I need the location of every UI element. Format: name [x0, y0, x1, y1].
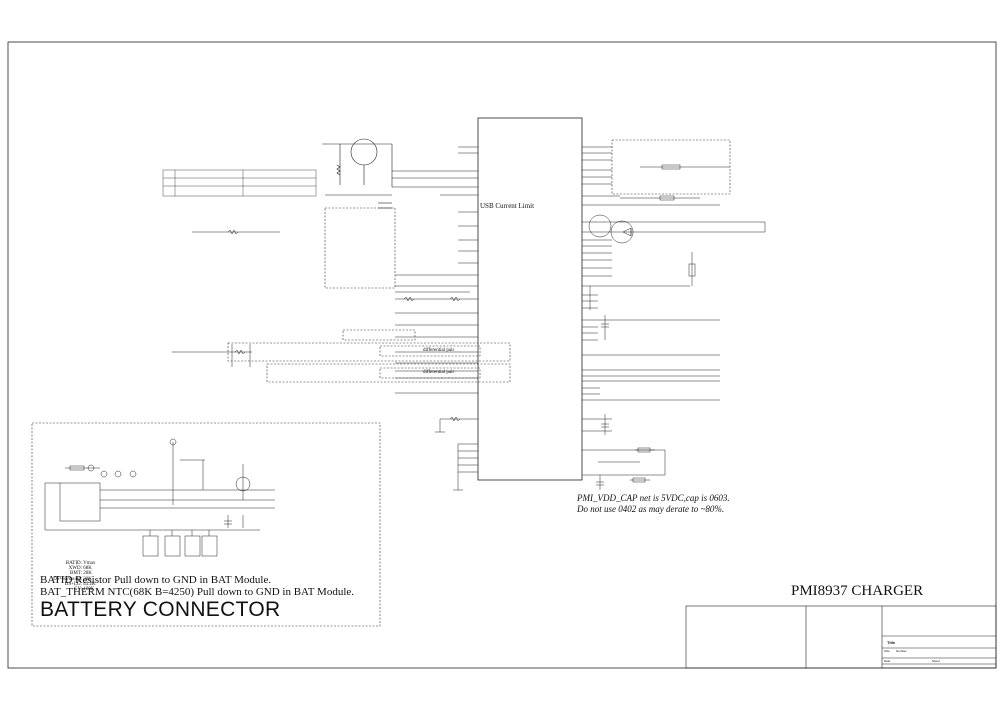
vdd-cap-note-line2: Do not use 0402 as may derate to ~80%. [577, 504, 725, 514]
diff-pair-label-2: differential pair [423, 370, 455, 375]
batid-row: BMT: 20K [70, 571, 92, 577]
batid-row: XWD: 68K [68, 566, 92, 572]
left-nets [172, 229, 470, 433]
title-block-lines [685, 605, 997, 669]
ic-right-pins [582, 146, 765, 476]
title-block-title-label: Title [887, 640, 896, 645]
pmi8937-ic-body [477, 117, 583, 481]
batid-table: BATID: Vmax XWD: 68K BMT: 20K DS+Samsung… [44, 561, 96, 592]
batid-row: GY: 100K [73, 587, 95, 593]
batid-note: BATID Resistor Pull down to GND in BAT M… [40, 574, 272, 586]
usb-transistor [322, 138, 393, 209]
ic-left-pins [392, 146, 478, 491]
title-block-sheet-label: Sheet [932, 659, 940, 663]
right-components [588, 164, 766, 490]
title-block-date-label: Date [884, 659, 891, 663]
diff-pair-label-1: differential pair [423, 348, 455, 353]
battery-connector-heading: BATTERY CONNECTOR [40, 598, 281, 621]
config-table [162, 169, 317, 197]
sheet-title: PMI8937 CHARGER [791, 583, 924, 599]
sheet-frame [7, 41, 997, 669]
vdd-cap-note-line1: PMI_VDD_CAP net is 5VDC,cap is 0603. [577, 493, 730, 503]
title-block-number-label: Number [896, 649, 907, 653]
batherm-note: BAT_THERM NTC(68K B=4250) Pull down to G… [40, 586, 355, 598]
section-usb-current-limit: USB Current Limit [480, 202, 535, 210]
title-block-size-label: Size [884, 649, 890, 653]
batid-row: DS+Samsung: 30K [53, 576, 92, 582]
batid-row: BATID: Vmax [65, 561, 96, 566]
battery-connector-circuit [44, 438, 275, 557]
dashed-boxes [31, 139, 731, 627]
batid-row: DS+LG: 43.2K [64, 581, 96, 587]
